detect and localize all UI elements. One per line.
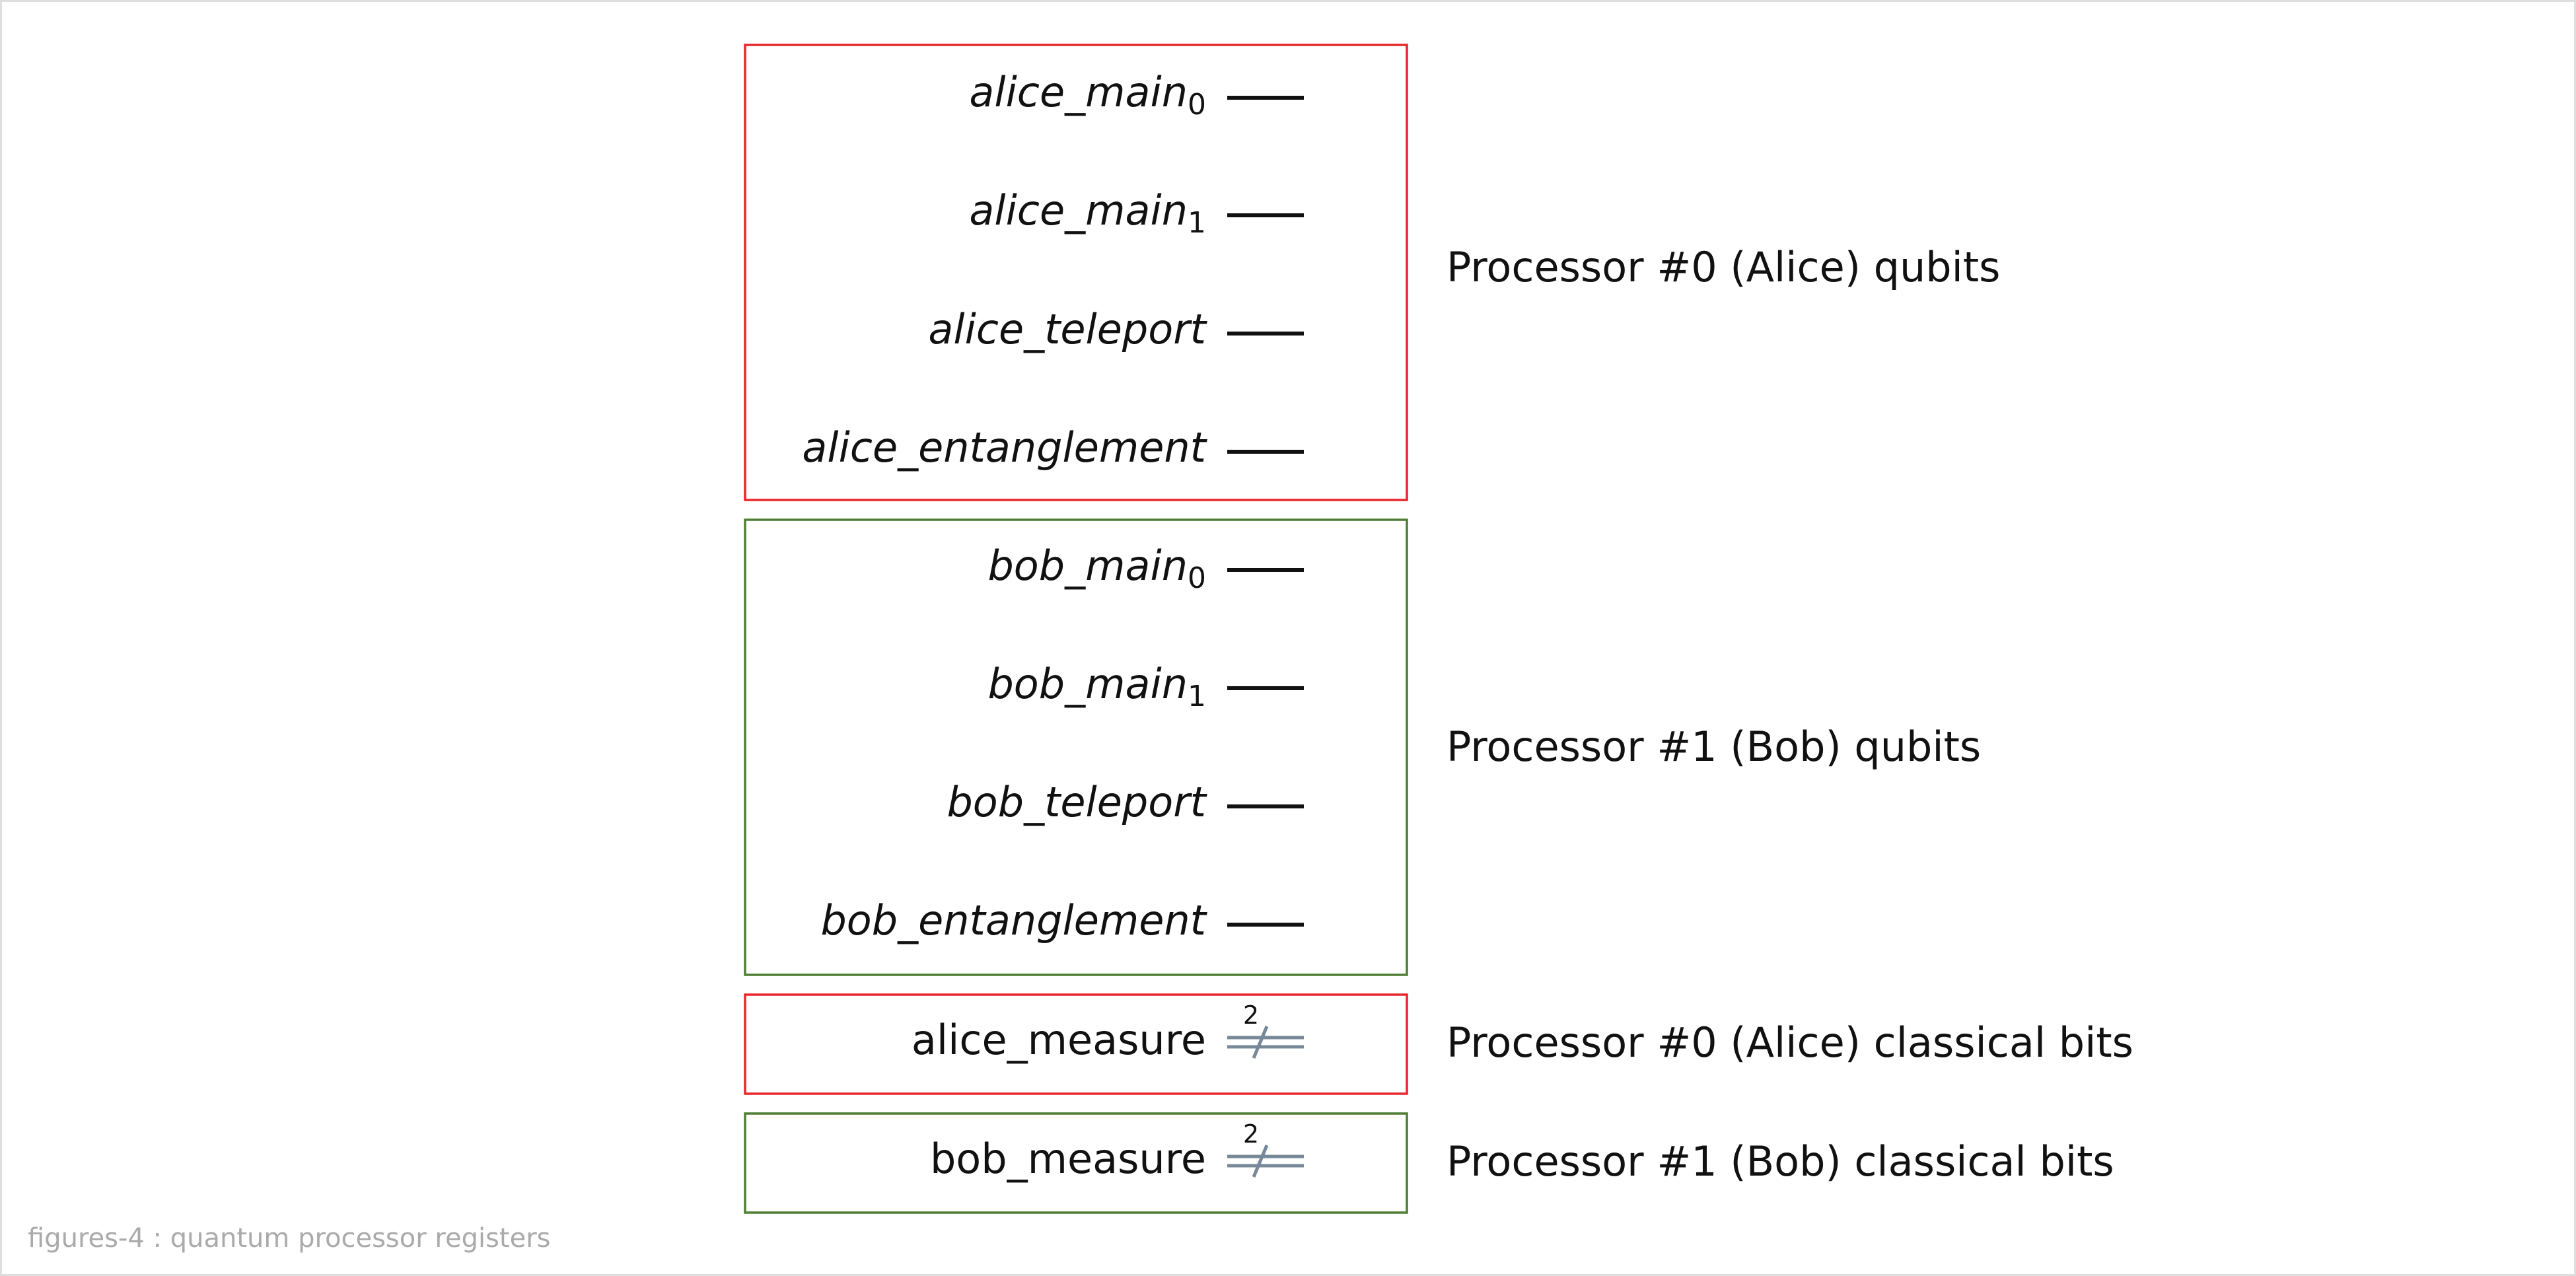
register-label-alice-entanglement: alice_entanglement — [802, 423, 1207, 472]
group-label-bob-classical: Processor #1 (Bob) classical bits — [1447, 1137, 2114, 1186]
classical-bus-alice-measure: 2 — [1227, 1001, 1304, 1059]
register-label-bob-main-1: bob_main1 — [987, 660, 1206, 713]
group-label-alice-classical: Processor #0 (Alice) classical bits — [1447, 1018, 2133, 1067]
register-label-alice-main-0: alice_main0 — [969, 68, 1206, 122]
bob-qubits-box — [744, 518, 1408, 976]
bus-width-label: 2 — [1243, 1001, 1259, 1030]
alice-qubits-box — [744, 44, 1408, 501]
register-label-alice-main-1: alice_main1 — [969, 186, 1206, 240]
group-label-bob-qubits: Processor #1 (Bob) qubits — [1447, 723, 1981, 771]
alice-classical-box — [744, 993, 1408, 1095]
register-label-alice-teleport: alice_teleport — [928, 305, 1207, 353]
classical-bus-bob-measure: 2 — [1227, 1119, 1304, 1178]
register-label-bob-teleport: bob_teleport — [947, 778, 1207, 826]
register-label-bob-measure: bob_measure — [930, 1135, 1206, 1183]
figure-caption: figures-4 : quantum processor registers — [28, 1223, 551, 1254]
register-label-alice-measure: alice_measure — [912, 1016, 1206, 1064]
bob-classical-box — [744, 1112, 1408, 1214]
register-label-bob-entanglement: bob_entanglement — [820, 896, 1207, 944]
bus-width-label: 2 — [1243, 1119, 1259, 1149]
register-label-bob-main-0: bob_main0 — [987, 542, 1206, 595]
group-label-alice-qubits: Processor #0 (Alice) qubits — [1447, 243, 2000, 291]
